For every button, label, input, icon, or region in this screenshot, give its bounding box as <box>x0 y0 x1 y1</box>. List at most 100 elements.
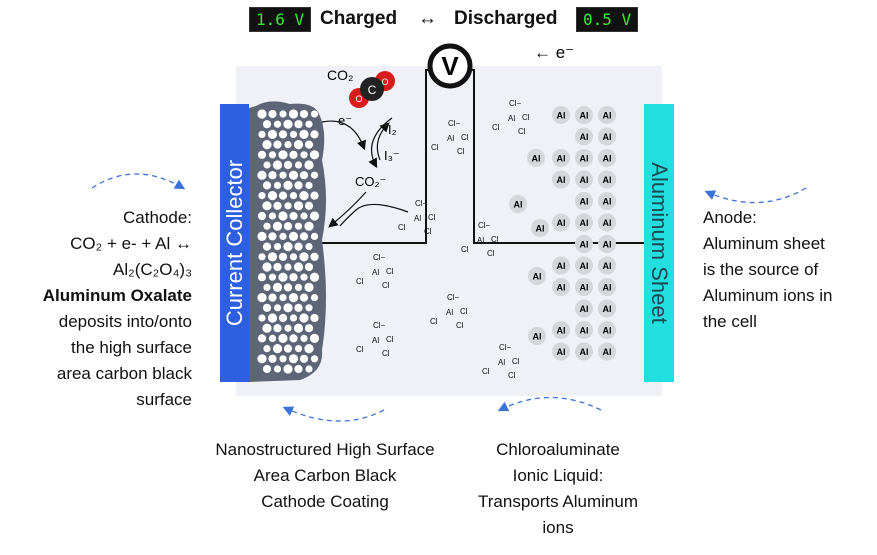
aluminum-ion-label: Al <box>603 240 612 250</box>
carbon-particle <box>262 303 272 312</box>
anion-atom-label: Cl <box>518 127 526 136</box>
carbon-particle <box>293 201 304 211</box>
discharged-label: Discharged <box>454 8 558 29</box>
aluminum-ion-label: Al <box>557 261 566 271</box>
aluminum-ion-label: Al <box>580 240 589 250</box>
aluminum-ion-icon: Al <box>598 342 616 361</box>
carbon-particle <box>278 211 288 221</box>
carbon-particle <box>288 354 299 364</box>
carbon-particle <box>283 242 293 252</box>
aluminum-ion-icon: Al <box>598 106 616 124</box>
anion-atom-label: Cl− <box>478 221 491 230</box>
carbon-particle <box>272 344 283 354</box>
ionic-liquid-line3: Transports Aluminum <box>478 492 638 511</box>
anion-atom-label: Cl− <box>447 293 460 302</box>
aluminum-ion-icon: Al <box>527 149 545 167</box>
carbon-particle <box>299 232 309 241</box>
charge-direction-arrow: ↔ <box>418 8 437 29</box>
carbon-particle <box>272 282 283 292</box>
carbon-particle <box>272 221 283 231</box>
carbon-particle <box>268 334 277 342</box>
carbon-particle <box>309 211 320 221</box>
carbon-particle <box>279 171 287 179</box>
aluminum-ion-label: Al <box>580 132 589 142</box>
aluminum-ion-label: Al <box>603 261 612 271</box>
carbon-particle <box>299 109 309 119</box>
carbon-particle <box>299 129 309 139</box>
carbon-particle <box>267 252 278 262</box>
carbon-particle <box>283 160 293 170</box>
cathode-line3: area carbon black <box>56 364 192 383</box>
aluminum-ion-label: Al <box>580 111 589 121</box>
carbon-particle <box>304 344 314 354</box>
cathode-line1: deposits into/onto <box>58 312 192 331</box>
carbon-particle <box>257 231 267 241</box>
anion-atom-label: Cl− <box>509 99 522 108</box>
anode-description: Anode: Aluminum sheet is the source of A… <box>703 205 873 335</box>
aluminum-ion-icon: Al <box>552 170 570 189</box>
aluminum-ion-label: Al <box>603 132 612 142</box>
anion-atom-label: Cl <box>508 371 516 380</box>
anode-line4: the cell <box>703 312 757 331</box>
aluminum-ion-icon: Al <box>509 195 527 213</box>
carbon-black-line2: Area Carbon Black <box>253 466 397 485</box>
carbon-particle <box>284 324 292 332</box>
ionic-liquid-line2: Ionic Liquid: <box>512 466 604 485</box>
anion-atom-label: Cl− <box>415 199 428 208</box>
aluminum-ion-icon: Al <box>575 192 593 210</box>
anion-atom-label: Cl <box>356 345 364 354</box>
carbon-particle <box>305 243 313 251</box>
anion-atom-label: Al <box>372 268 379 277</box>
carbon-particle <box>257 354 267 364</box>
carbon-particle <box>284 141 292 149</box>
anion-atom-label: Al <box>447 134 454 143</box>
aluminum-ion-label: Al <box>557 347 566 357</box>
carbon-particle <box>257 293 267 303</box>
carbon-particle <box>273 365 282 373</box>
carbon-black-caption: Nanostructured High Surface Area Carbon … <box>180 437 470 515</box>
anion-atom-label: Cl− <box>373 321 386 330</box>
aluminum-ion-icon: Al <box>575 149 593 167</box>
anion-atom-label: Cl <box>386 335 394 344</box>
carbon-particle <box>257 150 267 159</box>
aluminum-ion-label: Al <box>603 283 612 293</box>
aluminum-ion-label: Al <box>580 261 589 271</box>
carbon-particle <box>310 294 319 302</box>
carbon-particle <box>288 109 299 119</box>
aluminum-ion-icon: Al <box>598 256 616 275</box>
anode-line2: is the source of <box>703 260 819 279</box>
aluminum-ion-icon: Al <box>531 219 549 237</box>
aluminum-ion-label: Al <box>603 218 612 228</box>
aluminum-ion-icon: Al <box>528 327 546 345</box>
ionic-liquid-line4: ions <box>542 518 574 537</box>
aluminum-ion-label: Al <box>557 154 566 164</box>
anion-atom-label: Cl <box>457 147 465 156</box>
anion-atom-label: Al <box>414 214 421 223</box>
carbon-particle <box>283 344 293 353</box>
triiodide-label: I₃⁻ <box>384 148 400 163</box>
anion-atom-label: Al <box>498 358 505 367</box>
aluminum-ion-icon: Al <box>575 342 593 361</box>
current-collector: Current Collector <box>220 104 249 382</box>
carbon-particle <box>294 242 303 251</box>
carbon-particle <box>305 181 313 189</box>
co2-molecule-icon: C O O <box>349 71 395 108</box>
aluminum-ion-icon: Al <box>552 213 570 232</box>
carbon-particle <box>283 119 293 129</box>
anion-atom-label: Al <box>446 308 453 317</box>
carbon-particle <box>288 231 299 241</box>
carbon-particle <box>262 120 272 129</box>
aluminum-ion-icon: Al <box>598 278 616 296</box>
carbon-particle <box>293 140 304 150</box>
carbon-particle <box>262 201 272 211</box>
carbon-particle <box>262 140 272 150</box>
anion-atom-label: Cl <box>492 123 500 132</box>
carbon-atom-label: C <box>368 83 377 97</box>
carbon-particle <box>272 160 283 170</box>
aluminum-ion-icon: Al <box>528 267 546 285</box>
carbon-particle <box>299 171 309 180</box>
cathode-title: Cathode: <box>123 208 192 227</box>
